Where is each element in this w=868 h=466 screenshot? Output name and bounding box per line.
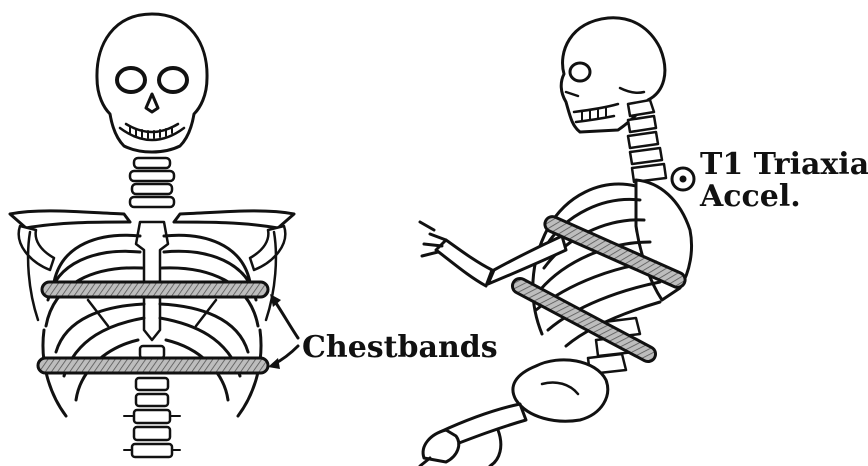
front-chestband-lower (38, 358, 268, 373)
front-skeleton (10, 14, 294, 457)
side-leg (420, 404, 526, 466)
t1-label-line1: T1 Triaxial (700, 147, 868, 182)
t1-label-line2: Accel. (699, 179, 801, 214)
front-skull (97, 14, 207, 152)
side-pelvis (513, 360, 608, 421)
side-arm (420, 222, 566, 286)
side-cervical-spine (628, 100, 666, 182)
chestbands-label: Chestbands (302, 330, 498, 365)
front-chestband-upper (42, 282, 268, 297)
accelerometer-icon (672, 168, 694, 190)
side-skull (561, 18, 665, 132)
chestbands-pointer (268, 294, 298, 369)
front-cervical-spine (130, 158, 174, 207)
side-skeleton (420, 18, 692, 466)
